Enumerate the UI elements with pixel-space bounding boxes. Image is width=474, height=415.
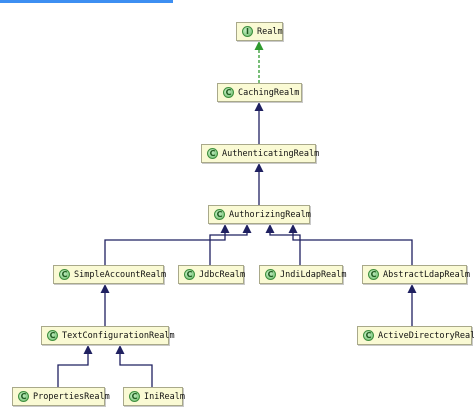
node-jndi-ldap-realm[interactable]: C JndiLdapRealm	[259, 265, 347, 284]
edge-caching-realm-to-realm	[254, 41, 264, 83]
arrowhead	[220, 224, 230, 233]
edge-text-configuration-realm-to-simple-account-realm	[100, 284, 110, 326]
arrowhead	[83, 345, 93, 354]
node-label: AbstractLdapRealm	[383, 269, 470, 280]
class-icon: C	[368, 269, 379, 280]
class-icon: C	[223, 87, 234, 98]
node-caching-realm[interactable]: C CachingRealm	[217, 83, 302, 102]
node-label: SimpleAccountRealm	[74, 269, 167, 280]
node-label: JdbcRealm	[199, 269, 246, 280]
edge-simple-account-realm-to-authorizing-realm	[104, 224, 230, 265]
node-jdbc-realm[interactable]: C JdbcRealm	[178, 265, 246, 284]
node-label: TextConfigurationRealm	[62, 330, 175, 341]
node-simple-account-realm[interactable]: C SimpleAccountRealm	[53, 265, 167, 284]
node-ini-realm[interactable]: C IniRealm	[123, 387, 185, 406]
edge-abstract-ldap-realm-to-authorizing-realm	[288, 224, 413, 265]
arrowhead	[242, 224, 252, 233]
class-icon: C	[363, 330, 374, 341]
class-icon: C	[265, 269, 276, 280]
edge-ini-realm-to-text-configuration-realm	[115, 345, 153, 387]
node-label: CachingRealm	[238, 87, 300, 98]
arrowhead	[407, 284, 417, 293]
class-icon: C	[129, 391, 140, 402]
arrowhead	[265, 224, 275, 233]
edge-jdbc-realm-to-authorizing-realm	[209, 224, 252, 265]
node-label: ActiveDirectoryRealm	[378, 330, 474, 341]
arrowhead	[254, 102, 264, 111]
node-active-directory-realm[interactable]: C ActiveDirectoryRealm	[357, 326, 474, 345]
edge-authorizing-realm-to-authenticating-realm	[254, 163, 264, 205]
edge-authenticating-realm-to-caching-realm	[254, 102, 264, 144]
node-authenticating-realm[interactable]: C AuthenticatingRealm	[201, 144, 320, 163]
node-label: Realm	[257, 26, 283, 37]
edge-jndi-ldap-realm-to-authorizing-realm	[265, 224, 301, 265]
class-icon: C	[59, 269, 70, 280]
arrowhead	[288, 224, 298, 233]
node-label: AuthenticatingRealm	[222, 148, 320, 159]
arrowhead	[100, 284, 110, 293]
node-label: PropertiesRealm	[33, 391, 110, 402]
class-icon: C	[214, 209, 225, 220]
arrowhead	[254, 163, 264, 172]
class-icon: C	[47, 330, 58, 341]
edge-active-directory-realm-to-abstract-ldap-realm	[407, 284, 417, 326]
class-icon: C	[18, 391, 29, 402]
interface-icon: I	[242, 26, 253, 37]
arrowhead	[254, 41, 264, 50]
class-icon: C	[207, 148, 218, 159]
node-label: JndiLdapRealm	[280, 269, 347, 280]
node-label: AuthorizingRealm	[229, 209, 311, 220]
node-properties-realm[interactable]: C PropertiesRealm	[12, 387, 110, 406]
node-label: IniRealm	[144, 391, 185, 402]
node-realm[interactable]: I Realm	[236, 22, 283, 41]
accent-bar	[0, 0, 173, 3]
edge-properties-realm-to-text-configuration-realm	[57, 345, 93, 387]
node-authorizing-realm[interactable]: C AuthorizingRealm	[208, 205, 311, 224]
arrowhead	[115, 345, 125, 354]
node-abstract-ldap-realm[interactable]: C AbstractLdapRealm	[362, 265, 470, 284]
node-text-configuration-realm[interactable]: C TextConfigurationRealm	[41, 326, 175, 345]
class-icon: C	[184, 269, 195, 280]
